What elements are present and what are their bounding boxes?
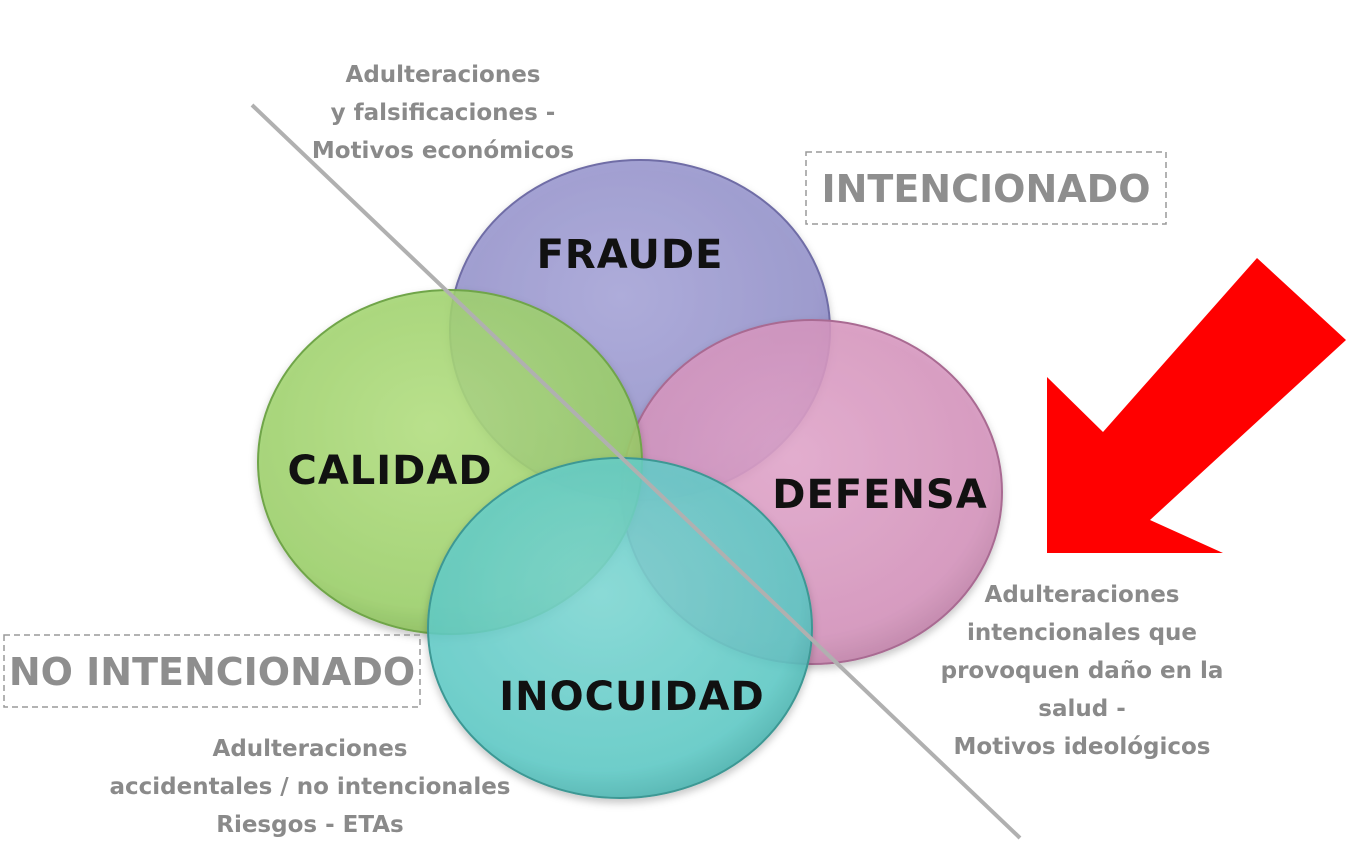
note-fraude-line-1: Adulteraciones bbox=[346, 62, 541, 88]
no-intencionado-box bbox=[3, 634, 421, 708]
intencionado-label: INTENCIONADO bbox=[821, 167, 1150, 211]
circle-inocuidad bbox=[427, 457, 813, 799]
no-intencionado-label: NO INTENCIONADO bbox=[9, 650, 415, 694]
note-defensa-line-2: intencionales que bbox=[967, 620, 1197, 646]
note-defensa-line-3: provoquen daño en la bbox=[941, 658, 1224, 684]
red-arrow-icon bbox=[1047, 258, 1346, 553]
note-defensa-line-1: Adulteraciones bbox=[985, 582, 1180, 608]
note-fraude-line-2: y falsificaciones - bbox=[331, 100, 556, 126]
note-defensa-line-5: Motivos ideológicos bbox=[954, 734, 1211, 760]
note-defensa-line-4: salud - bbox=[1038, 696, 1126, 722]
intencionado-box bbox=[805, 151, 1167, 225]
diagonal-divider-line bbox=[250, 103, 1022, 840]
note-inocuidad-line-2: accidentales / no intencionales bbox=[109, 774, 510, 800]
note-fraude-line-3: Motivos económicos bbox=[312, 138, 574, 164]
label-inocuidad: INOCUIDAD bbox=[499, 674, 764, 720]
note-inocuidad-line-3: Riesgos - ETAs bbox=[216, 812, 404, 838]
label-calidad: CALIDAD bbox=[287, 448, 492, 494]
label-fraude: FRAUDE bbox=[537, 232, 724, 278]
note-inocuidad-line-1: Adulteraciones bbox=[213, 736, 408, 762]
label-defensa: DEFENSA bbox=[772, 472, 987, 518]
